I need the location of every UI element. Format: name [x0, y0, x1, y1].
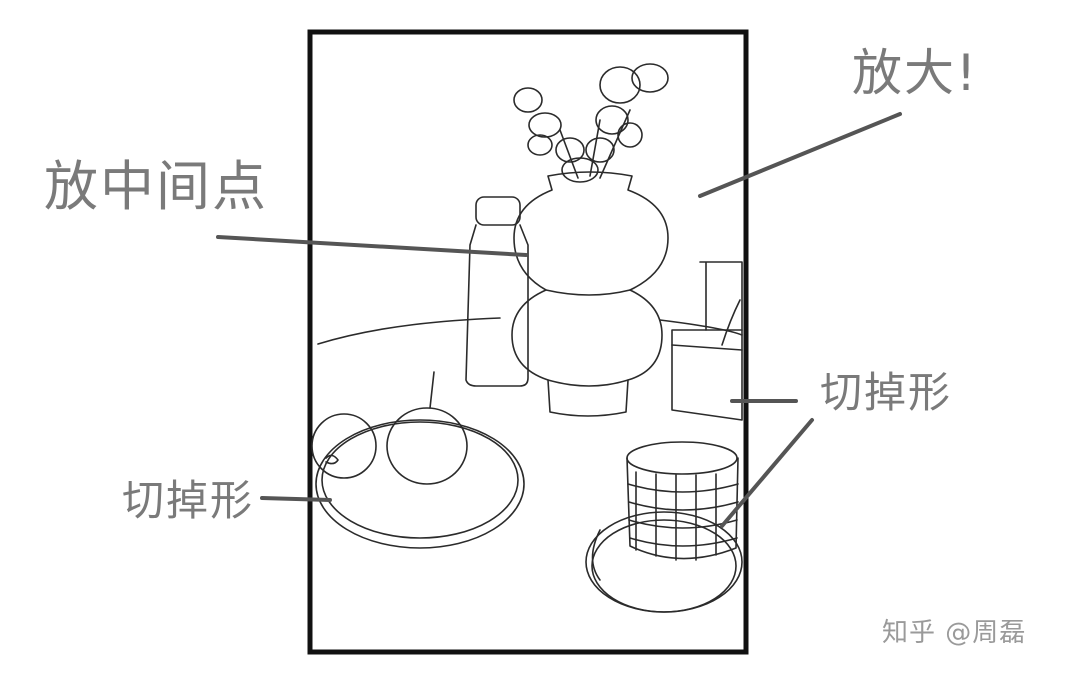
pointer-cut-left — [260, 496, 332, 502]
crop-frame — [307, 29, 749, 655]
annotation-cut-left: 切掉形 — [122, 476, 255, 525]
annotation-cut-right: 切掉形 — [820, 368, 953, 417]
annotation-zoom: 放大! — [852, 44, 979, 102]
bottle — [465, 196, 529, 387]
tissue-box — [671, 261, 743, 421]
vase — [511, 171, 669, 417]
table-edge — [317, 317, 743, 345]
pointer-zoom — [698, 112, 902, 198]
fruit-plate — [311, 371, 525, 549]
pointer-cut-right-bottom — [720, 418, 814, 528]
annotation-center: 放中间点 — [44, 155, 268, 218]
watermark: 知乎 @周磊 — [882, 618, 1027, 648]
grid-cup — [626, 441, 739, 561]
pointer-center — [216, 235, 528, 257]
flowers — [513, 63, 669, 183]
